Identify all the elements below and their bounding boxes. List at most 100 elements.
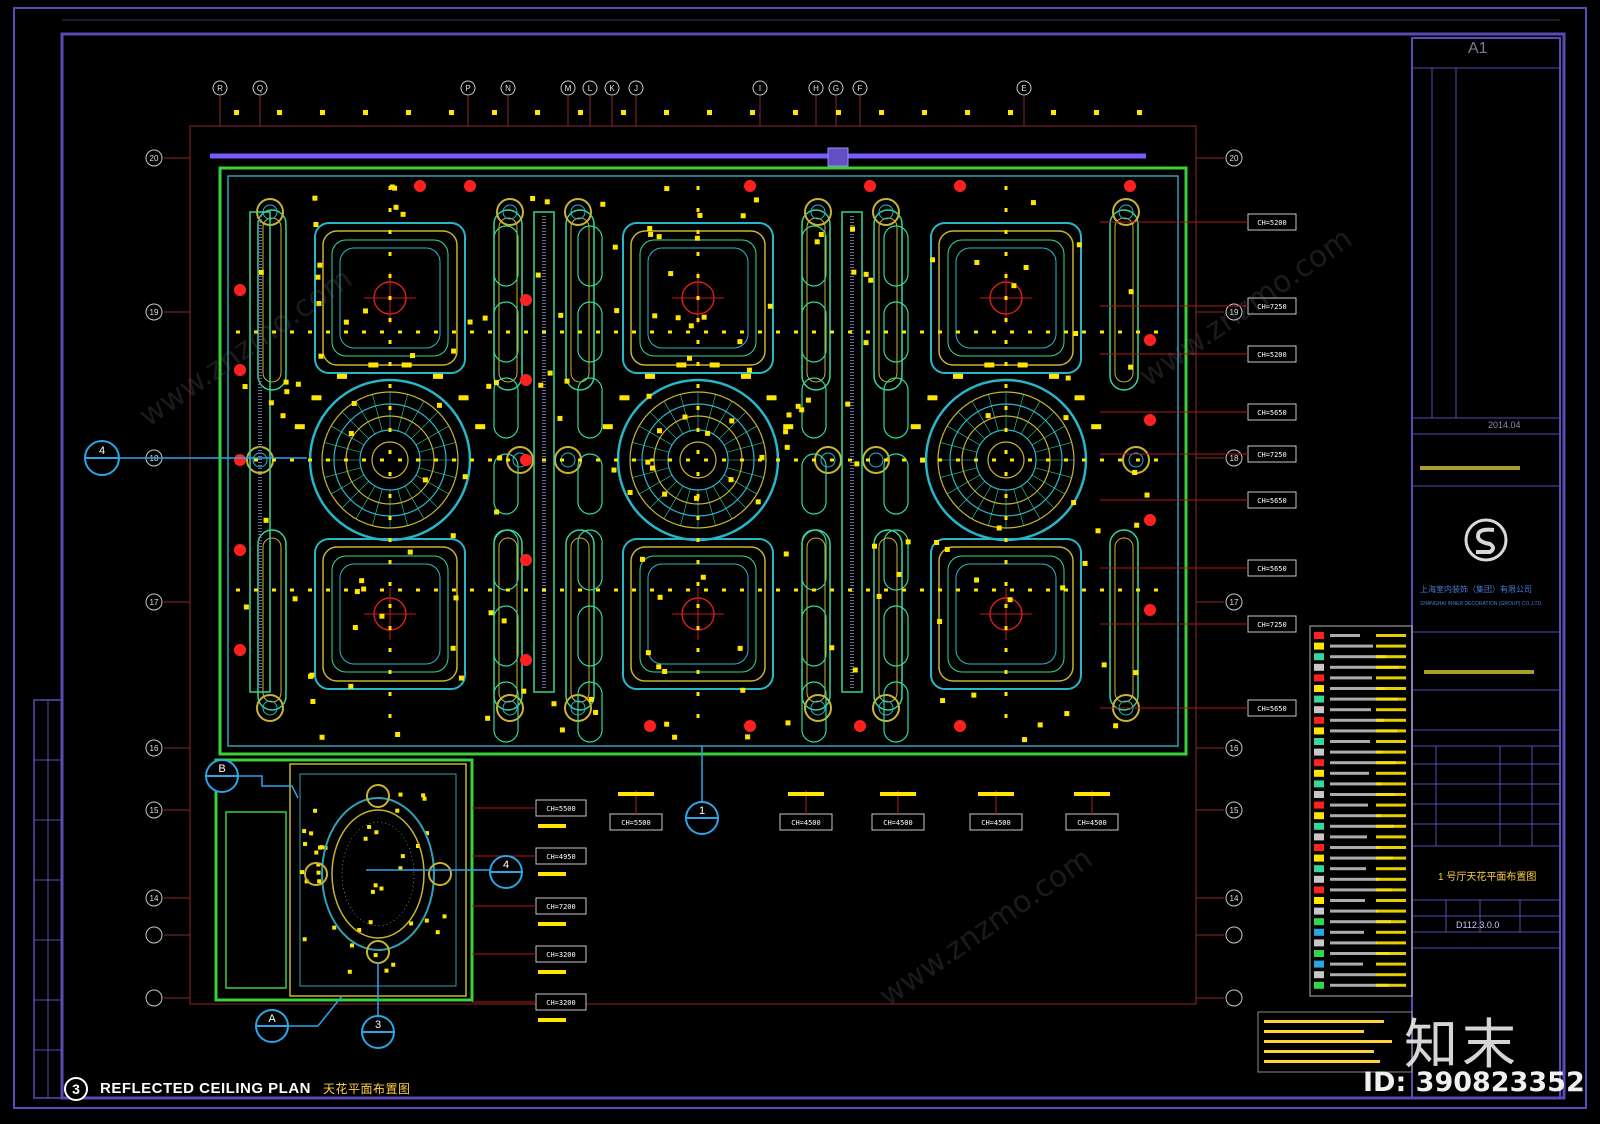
legend-swatch (1314, 939, 1324, 947)
wall-sconce (414, 180, 426, 192)
downlight (354, 589, 360, 595)
downlight (974, 577, 980, 583)
wall-sconce (1144, 604, 1156, 616)
wall-sconce (954, 180, 966, 192)
dimension-tick (793, 110, 798, 115)
tag-highlight (538, 922, 566, 926)
legend-qty-line (1376, 644, 1406, 648)
downlight (876, 593, 882, 599)
grid-bubble-left (145, 926, 163, 944)
section-marker-3[interactable]: 3 (361, 962, 395, 1049)
downlight (316, 870, 321, 875)
cove-light (709, 362, 720, 368)
downlight (1037, 722, 1043, 728)
dome-rib (411, 411, 439, 439)
dome-rib (355, 485, 376, 520)
legend-qty-line (1376, 676, 1406, 680)
downlight (280, 413, 286, 419)
detail-marker-a[interactable]: A (255, 995, 343, 1043)
downlight (313, 808, 318, 813)
company-name-en: SHANGHAI INNER DECORATION (GROUP) CO.,LT… (1420, 601, 1543, 607)
section-marker-4-right[interactable]: 4 (366, 855, 523, 889)
legend-swatch (1314, 928, 1324, 936)
legend-swatch (1314, 738, 1324, 745)
aisle-panel (801, 377, 827, 439)
legend-text-line (1330, 983, 1389, 987)
downlight (400, 854, 405, 859)
downlight (814, 239, 820, 245)
grid-label-top: I (759, 84, 761, 93)
company-logo (1464, 518, 1508, 562)
medallion (862, 446, 890, 474)
aisle-panel (493, 225, 519, 287)
downlight (937, 619, 943, 625)
detail-marker-b[interactable]: B (205, 759, 299, 799)
legend-text-line (1330, 761, 1396, 765)
legend-swatch (1314, 706, 1324, 714)
downlight (1011, 283, 1017, 289)
aisle-panel (493, 453, 519, 515)
grid-label-top: Q (257, 84, 263, 93)
cove-light (368, 362, 379, 368)
legend-text-line (1330, 888, 1392, 892)
legend-text-line (1330, 941, 1377, 945)
downlight (318, 353, 324, 359)
downlight (672, 734, 678, 740)
dome-rib (397, 394, 408, 432)
legend-text-line (1330, 782, 1382, 786)
legend-text-line (1330, 803, 1368, 807)
ch-tag-label: CH=5650 (1257, 565, 1287, 573)
downlight (451, 348, 457, 354)
downlight (373, 953, 378, 958)
downlight (896, 571, 902, 577)
dome-rib (957, 411, 985, 439)
wall-sconce (744, 720, 756, 732)
downlight (600, 201, 606, 207)
ch-tag-label: CH=3200 (546, 999, 576, 1007)
downlight (805, 397, 811, 403)
downlight (395, 732, 401, 738)
wall-sconce (1144, 334, 1156, 346)
cove-light (910, 424, 921, 430)
cove-light (294, 424, 305, 430)
downlight (694, 235, 700, 241)
dome-rib (404, 400, 425, 435)
medallion-inner (1128, 452, 1144, 468)
wall-sconce (520, 654, 532, 666)
section-marker-4-left[interactable]: 4 (84, 440, 307, 476)
downlight (645, 650, 651, 656)
dimension-tick (1094, 110, 1099, 115)
legend-qty-line (1376, 867, 1406, 871)
aisle-panel (577, 681, 603, 743)
title-block-yellow-rows (1420, 466, 1534, 674)
tag-highlight (538, 872, 566, 876)
pilaster-inner (262, 217, 282, 383)
legend-qty-line (1376, 909, 1406, 913)
grid-label-top: R (217, 84, 223, 93)
wall-sconce (234, 454, 246, 466)
downlight (485, 715, 491, 721)
wall-sconce (644, 720, 656, 732)
downlight (920, 457, 926, 463)
downlight (384, 968, 389, 973)
aisle-panel (577, 225, 603, 287)
legend-swatch (1314, 897, 1324, 904)
ceiling-height-tags: CH=5200CH=7250CH=5200CH=5650CH=7250CH=56… (472, 213, 1297, 1022)
dimension-tick (578, 110, 583, 115)
downlight (368, 920, 373, 925)
wall-sconce (1124, 180, 1136, 192)
downlight (363, 308, 369, 314)
medallion (872, 198, 900, 226)
pilaster-inner (1114, 537, 1134, 703)
grid-bubble-left (145, 149, 163, 167)
legend-qty-line (1376, 761, 1406, 765)
cove-light (676, 362, 687, 368)
downlight (648, 231, 654, 237)
downlight (646, 393, 652, 399)
section-marker-1[interactable]: 1 (685, 746, 719, 835)
dimension-tick (277, 110, 282, 115)
dimension-tick (664, 110, 669, 115)
downlight (442, 914, 447, 919)
ch-tag-label: CH=4500 (791, 819, 821, 827)
aisle-panel (577, 605, 603, 667)
